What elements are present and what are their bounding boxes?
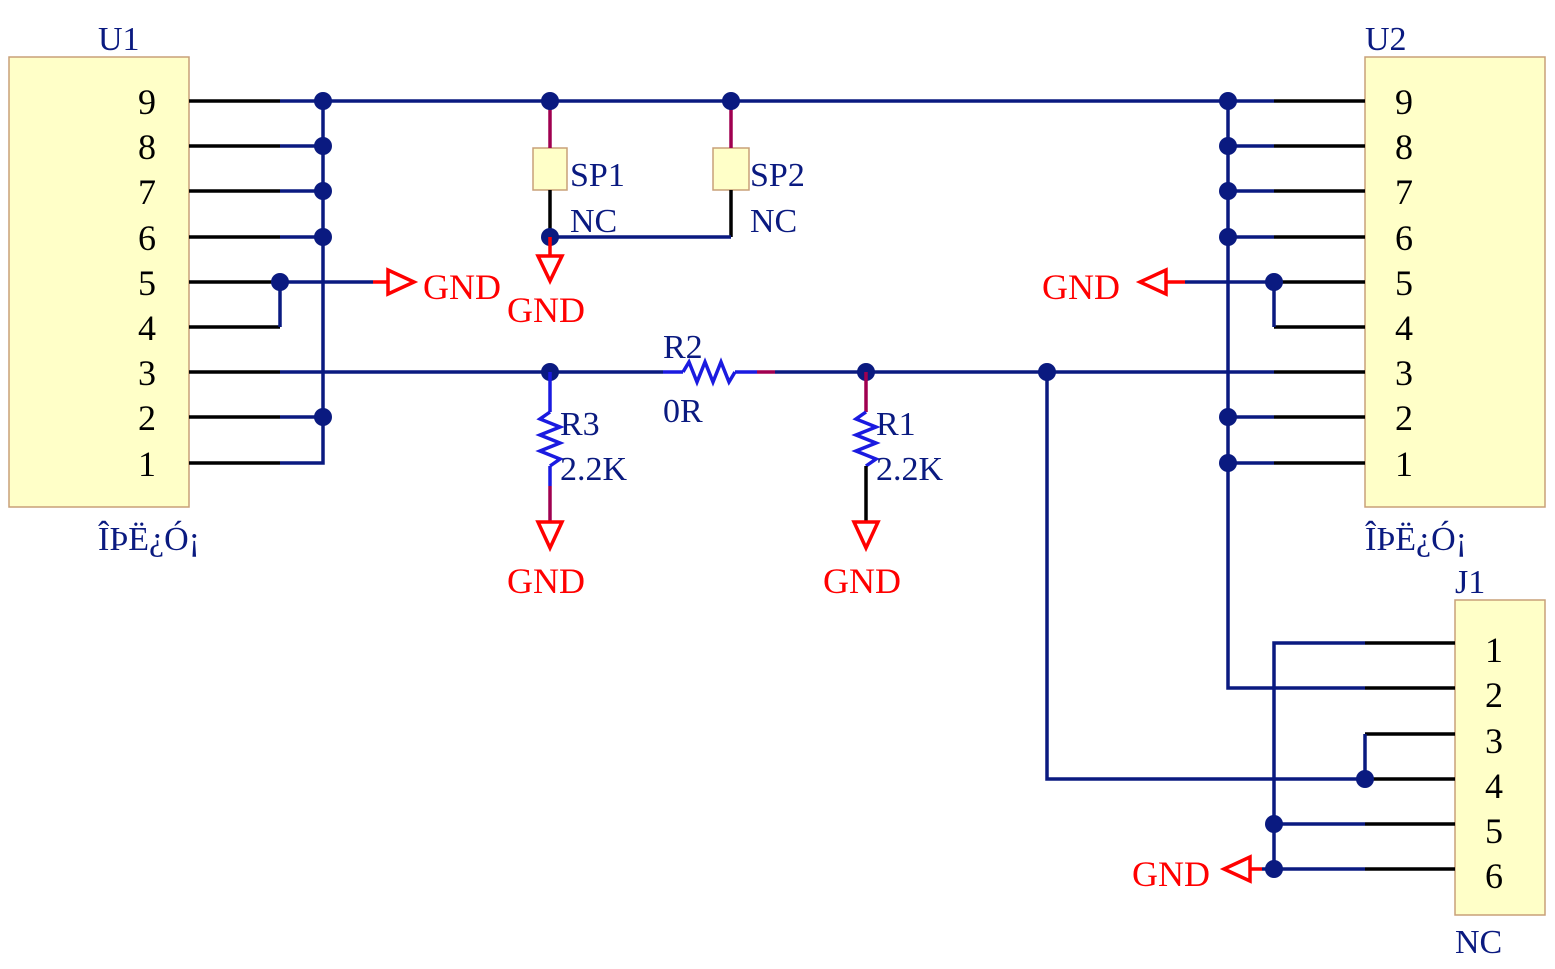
r3-value: 2.2K [560, 451, 628, 488]
u2-value: ÎÞË¿Ó¡ [1365, 520, 1467, 558]
gnd-symbol-u2 [1135, 267, 1185, 297]
u1-body[interactable] [8, 56, 190, 508]
u2-pin-number: 8 [1395, 127, 1413, 167]
gnd-symbol-r1 [851, 520, 881, 553]
sp2-designator: SP2 [750, 157, 805, 194]
sp1-designator: SP1 [570, 157, 625, 194]
u2-pin-number: 5 [1395, 263, 1413, 303]
gnd-label-r3: GND [507, 561, 585, 601]
j1-pin-number: 6 [1485, 856, 1503, 896]
gnd-label-r1: GND [823, 561, 901, 601]
u2-pin-number: 3 [1395, 353, 1413, 393]
r1-value: 2.2K [876, 451, 944, 488]
gnd-symbol-r3 [535, 520, 565, 553]
u1-pin-number: 9 [138, 82, 156, 122]
gnd-symbol-u1 [373, 267, 419, 297]
u1-pin-number: 7 [138, 172, 156, 212]
u2-body[interactable] [1364, 56, 1546, 508]
u1-pin-number: 5 [138, 263, 156, 303]
r2-designator: R2 [663, 329, 703, 366]
u2-pin-number: 9 [1395, 82, 1413, 122]
j1-pin-number: 3 [1485, 721, 1503, 761]
u1-pin-number: 8 [138, 127, 156, 167]
u2-pin-number: 1 [1395, 444, 1413, 484]
j1-pin-leads [1365, 641, 1455, 871]
r3-resistor[interactable] [535, 372, 565, 522]
u2-pin-number: 2 [1395, 398, 1413, 438]
gnd-label-u1: GND [423, 267, 501, 307]
j1-pin-number: 4 [1485, 766, 1503, 806]
u2-pin-number: 7 [1395, 172, 1413, 212]
j1-body[interactable] [1454, 599, 1546, 916]
r2-value: 0R [663, 393, 703, 430]
sp2-body[interactable] [712, 147, 750, 191]
u1-pin-number: 4 [138, 308, 156, 348]
j1-pin-number: 2 [1485, 675, 1503, 715]
u2-pin-number: 4 [1395, 308, 1413, 348]
gnd-symbol-sp [535, 237, 565, 286]
sp1-body[interactable] [532, 147, 568, 191]
u1-designator: U1 [98, 21, 140, 58]
j1-pin-numbers: 1 2 3 4 5 6 [1485, 630, 1503, 896]
junction-dots [271, 92, 1374, 878]
u2-pin-numbers: 9 8 7 6 5 4 3 2 1 [1395, 82, 1413, 484]
gnd-label-j1: GND [1132, 854, 1210, 894]
net-wires [278, 99, 1367, 871]
gnd-label-u2: GND [1042, 267, 1120, 307]
gnd-symbol-j1 [1219, 854, 1262, 884]
u1-pin-numbers: 9 8 7 6 5 4 3 2 1 [138, 82, 156, 484]
sp2-value: NC [750, 203, 797, 240]
r3-designator: R3 [560, 406, 600, 443]
r1-designator: R1 [876, 406, 916, 443]
r1-resistor[interactable] [851, 372, 881, 522]
u1-pin-leads [189, 99, 280, 465]
u2-pin-number: 6 [1395, 218, 1413, 258]
u2-designator: U2 [1365, 21, 1407, 58]
u1-pin-number: 1 [138, 444, 156, 484]
sp1-value: NC [570, 203, 617, 240]
j1-designator: J1 [1455, 564, 1485, 601]
u1-pin-number: 6 [138, 218, 156, 258]
gnd-label-sp: GND [507, 290, 585, 330]
j1-pin-number: 1 [1485, 630, 1503, 670]
u1-pin-number: 3 [138, 353, 156, 393]
u1-pin-number: 2 [138, 398, 156, 438]
u1-value: ÎÞË¿Ó¡ [98, 520, 200, 558]
r2-resistor[interactable] [663, 357, 775, 387]
u2-pin-leads [1274, 99, 1365, 465]
j1-pin-number: 5 [1485, 811, 1503, 851]
j1-value: NC [1455, 924, 1502, 961]
